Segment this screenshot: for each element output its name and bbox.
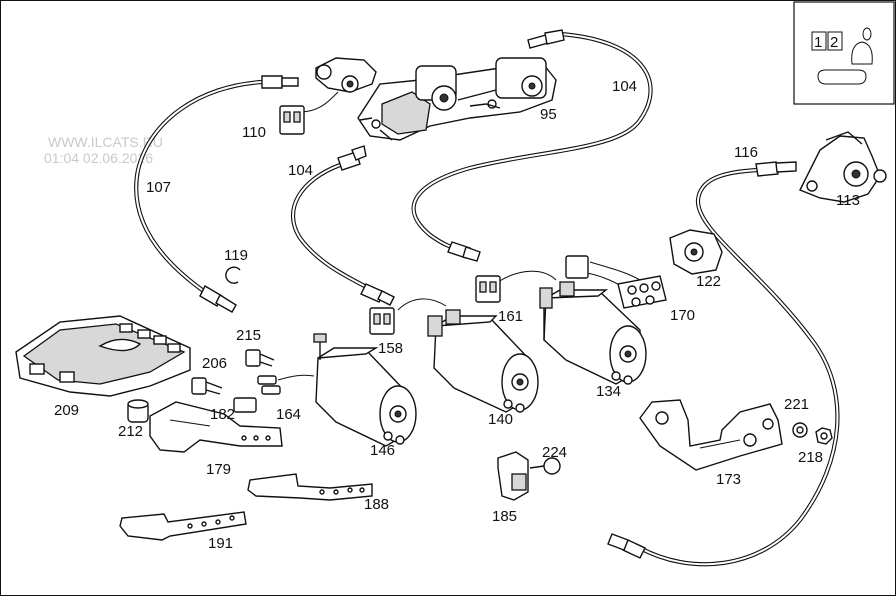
part-119-clip (225, 266, 241, 284)
callout-134: 134 (596, 383, 621, 400)
part-218-nut (815, 427, 833, 445)
part-146-motor (313, 333, 417, 447)
callout-95: 95 (540, 106, 557, 123)
callout-209: 209 (54, 402, 79, 419)
callout-140: 140 (488, 411, 513, 428)
part-212-spacer (127, 399, 149, 423)
inset-box-2 (827, 31, 843, 51)
inset-cushion-icon (817, 69, 867, 85)
part-182-clip (233, 397, 257, 413)
callout-185: 185 (492, 508, 517, 525)
part-164-terminal (257, 374, 315, 395)
callout-212: 212 (118, 423, 143, 440)
inset-frame (793, 1, 895, 105)
part-224-screw (529, 457, 561, 475)
callout-170: 170 (670, 307, 695, 324)
part-95-gear-drive (357, 57, 557, 141)
part-188-rail (247, 473, 373, 501)
cable-104-upper-end-top (527, 34, 549, 49)
part-158-connector (369, 307, 395, 335)
part-122-switch (669, 229, 723, 275)
part-179-bracket (149, 401, 283, 453)
inset-box-1 (811, 31, 827, 51)
part-206-screw (191, 377, 223, 395)
callout-158: 158 (378, 340, 403, 357)
part-161-connector (475, 270, 557, 303)
callout-224: 224 (542, 444, 567, 461)
inset-headrest-icon (862, 27, 872, 41)
callout-179: 179 (206, 461, 231, 478)
inset-box-2-label: 2 (830, 34, 838, 51)
cable-107-end-top (261, 75, 283, 89)
cable-116-end-top (755, 161, 779, 177)
callout-113: 113 (836, 192, 860, 209)
part-221-lockwasher (792, 422, 808, 438)
part-134-motor (539, 281, 647, 385)
part-110-connector (279, 57, 377, 135)
inset-box-1-label: 1 (814, 34, 822, 51)
cable-104-upper (411, 29, 653, 262)
callout-191: 191 (208, 535, 233, 552)
callout-104-upper: 104 (612, 78, 637, 95)
callout-164: 164 (276, 406, 301, 423)
callout-221: 221 (784, 396, 809, 413)
part-215-screw (245, 349, 275, 367)
callout-116: 116 (734, 144, 758, 161)
callout-161: 161 (498, 308, 523, 325)
callout-218: 218 (798, 449, 823, 466)
callout-173: 173 (716, 471, 741, 488)
part-209-control-unit (15, 315, 191, 397)
callout-182: 182 (210, 406, 235, 423)
part-170-connectors (565, 255, 667, 309)
part-173-bracket (639, 399, 783, 471)
callout-122: 122 (696, 273, 721, 290)
cable-107 (134, 75, 299, 313)
cable-116 (607, 161, 840, 567)
watermark-site: WWW.ILCATS.RU (48, 134, 163, 150)
callout-215: 215 (236, 327, 261, 344)
callout-188: 188 (364, 496, 389, 513)
cable-104-middle (290, 145, 395, 306)
seat-inset: 1 2 (793, 1, 895, 105)
callout-119: 119 (224, 247, 248, 264)
callout-107: 107 (146, 179, 171, 196)
inset-backrest-icon (851, 41, 873, 65)
part-113-bracket (799, 131, 887, 203)
part-191-rail (119, 511, 247, 541)
part-185-bracket (497, 451, 529, 501)
callout-206: 206 (202, 355, 227, 372)
callout-110: 110 (242, 124, 266, 141)
callout-104-middle: 104 (288, 162, 313, 179)
watermark-stamp: 01:04 02.06.2026 (44, 150, 153, 166)
callout-146: 146 (370, 442, 395, 459)
part-140-motor (397, 298, 539, 413)
